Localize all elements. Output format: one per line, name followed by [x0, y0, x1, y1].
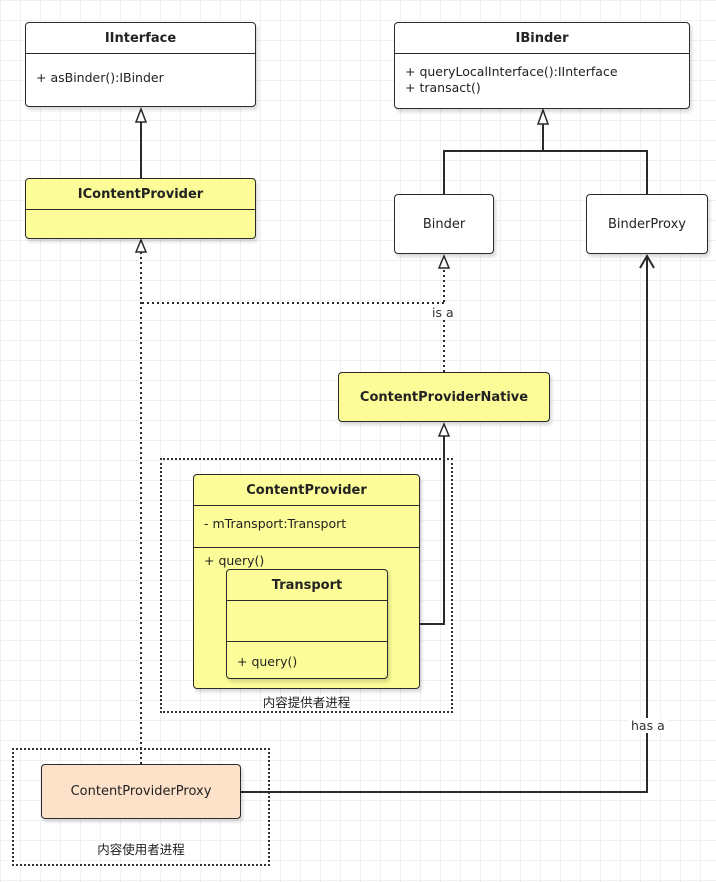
arrowhead-binderproxy — [639, 254, 655, 269]
class-binderproxy[interactable]: BinderProxy — [586, 194, 708, 254]
class-iinterface-method: + asBinder():IBinder — [36, 70, 164, 85]
edge-proxy-binderproxy — [241, 256, 648, 793]
class-contentprovider-attribute: - mTransport:Transport — [204, 516, 347, 531]
class-transport-name: Transport — [227, 570, 387, 601]
class-ibinder-name: IBinder — [395, 23, 689, 54]
class-iinterface[interactable]: IInterface + asBinder():IBinder — [25, 22, 256, 107]
class-ibinder-method: + queryLocalInterface():IInterface — [405, 64, 618, 79]
class-ibinder-method: + transact() — [405, 80, 481, 95]
user-process-label: 内容使用者进程 — [97, 842, 185, 857]
class-contentproviderproxy[interactable]: ContentProviderProxy — [41, 764, 241, 819]
provider-process-package — [160, 458, 453, 713]
class-contentprovidernative[interactable]: ContentProviderNative — [338, 372, 550, 422]
class-transport-method: + query() — [237, 654, 298, 669]
edge-binderproxy-ibinder — [543, 150, 648, 194]
arrowhead-binder — [437, 254, 451, 269]
class-contentprovidernative-name: ContentProviderNative — [359, 389, 529, 405]
class-ibinder[interactable]: IBinder + queryLocalInterface():IInterfa… — [394, 22, 690, 109]
user-process-package — [12, 748, 270, 866]
provider-process-label: 内容提供者进程 — [262, 695, 351, 710]
arrowhead-ibinder — [536, 107, 550, 125]
edge-binder-ibinder — [443, 124, 544, 194]
has-a-label: has a — [628, 718, 668, 733]
is-a-label: is a — [429, 305, 457, 320]
class-contentprovider-name: ContentProvider — [194, 475, 419, 506]
arrowhead-icontentprovider — [134, 238, 148, 253]
class-contentproviderproxy-name: ContentProviderProxy — [70, 784, 212, 799]
arrowhead-native — [437, 422, 451, 437]
class-binderproxy-name: BinderProxy — [608, 216, 686, 232]
class-contentprovider-method: + query() — [204, 553, 265, 568]
class-transport[interactable]: Transport + query() — [226, 569, 388, 679]
class-iinterface-name: IInterface — [26, 23, 255, 54]
class-binder[interactable]: Binder — [394, 194, 494, 254]
arrowhead-iinterface — [134, 106, 148, 123]
class-binder-name: Binder — [422, 216, 466, 232]
class-icontentprovider-name: IContentProvider — [26, 179, 255, 210]
class-icontentprovider[interactable]: IContentProvider — [25, 178, 256, 239]
